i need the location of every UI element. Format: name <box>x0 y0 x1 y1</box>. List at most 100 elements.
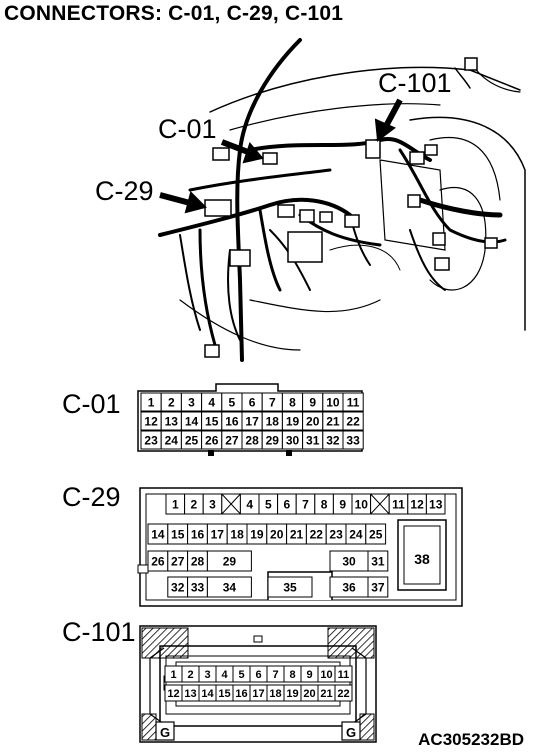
c29-pin-26: 26 <box>151 554 165 568</box>
c101-pin-20: 20 <box>303 688 315 700</box>
c29-pin-11: 11 <box>392 497 405 511</box>
c01-pin-17: 17 <box>245 414 259 428</box>
c29-pin-36: 36 <box>342 580 356 594</box>
c01-pin-2: 2 <box>168 395 175 409</box>
c101-pin-5: 5 <box>238 669 244 681</box>
c29-pin-32: 32 <box>171 580 185 594</box>
c101-pin-9: 9 <box>306 669 312 681</box>
c01-pin-13: 13 <box>165 414 179 428</box>
c29-pin-24: 24 <box>349 527 363 541</box>
c101-pin-11-cell <box>334 665 353 683</box>
reference-code: AC305232BD <box>418 730 524 749</box>
c01-pin-14: 14 <box>185 414 199 428</box>
c29-pin-7: 7 <box>302 497 309 511</box>
c29-pin-17: 17 <box>211 527 225 541</box>
c29-pin-3: 3 <box>209 497 216 511</box>
c01-pin-4: 4 <box>208 395 215 409</box>
c01-pin-10: 10 <box>326 395 340 409</box>
c101-pin-16: 16 <box>235 688 247 700</box>
c01-pin-5: 5 <box>229 395 236 409</box>
c01-pin-18: 18 <box>266 414 280 428</box>
c101-pin-7: 7 <box>272 669 278 681</box>
c01-pin-15: 15 <box>205 414 219 428</box>
c29-pin-37-cell <box>367 576 389 598</box>
c29-pin-14: 14 <box>151 527 165 541</box>
c29-blank-slot-cross <box>221 493 241 515</box>
c101-pin-4: 4 <box>221 669 228 681</box>
c101-pin-15: 15 <box>218 688 230 700</box>
c01-pin-9: 9 <box>309 395 316 409</box>
c01-pin-25: 25 <box>185 433 199 447</box>
c01-pin-16: 16 <box>225 414 239 428</box>
c29-pin-12: 12 <box>410 497 424 511</box>
c29-pin-37: 37 <box>371 580 385 594</box>
c29-blank-slot-cross <box>370 493 390 515</box>
c29-pin-29-cell <box>206 550 252 572</box>
callout-c29: C-29 <box>95 176 154 206</box>
c101-ground-left: G <box>160 725 170 740</box>
c01-pin-11: 11 <box>347 395 360 409</box>
c29-pin-25: 25 <box>369 527 383 541</box>
c29-pin-13-cell <box>425 493 446 515</box>
c29-pin-33: 33 <box>191 580 205 594</box>
c01-pin-3: 3 <box>188 395 195 409</box>
c29-pin-30: 30 <box>342 554 356 568</box>
c29-pin-25-cell <box>365 523 387 545</box>
c29-pin-22: 22 <box>310 527 324 541</box>
c01-pin-29: 29 <box>266 433 280 447</box>
c101-pin-17: 17 <box>252 688 264 700</box>
c29-pin-1: 1 <box>172 497 179 511</box>
c01-pin-33: 33 <box>346 433 360 447</box>
c101-pin-14: 14 <box>201 688 214 700</box>
c01-pin-24: 24 <box>165 433 179 447</box>
c29-pin-8: 8 <box>321 497 328 511</box>
c01-pin-11-cell <box>342 392 364 412</box>
c101-pin-21: 21 <box>320 688 332 700</box>
c29-pin-31-cell <box>367 550 389 572</box>
c01-pin-1: 1 <box>148 395 155 409</box>
c01-pin-21: 21 <box>326 414 340 428</box>
c29-pin-4: 4 <box>246 497 253 511</box>
c29-pin-6: 6 <box>284 497 291 511</box>
c29-pin-23: 23 <box>329 527 343 541</box>
c29-pin-28: 28 <box>191 554 205 568</box>
c29-pin-34: 34 <box>223 580 237 594</box>
c101-pin-11: 11 <box>338 669 350 681</box>
c29-pin-29: 29 <box>223 554 237 568</box>
c01-pin-20: 20 <box>306 414 320 428</box>
c101-pin-8: 8 <box>289 669 295 681</box>
c29-pin-10: 10 <box>355 497 369 511</box>
c01-pin-28: 28 <box>245 433 259 447</box>
c101-pin-22-cell <box>334 684 353 702</box>
c29-pin-38: 38 <box>414 551 430 567</box>
c101-pin-1: 1 <box>170 669 176 681</box>
c101-pin-13: 13 <box>184 688 196 700</box>
c29-pin-18: 18 <box>230 527 244 541</box>
c29-pin-13: 13 <box>429 497 443 511</box>
c01-pin-8: 8 <box>289 395 296 409</box>
c29-pin-35-cell <box>267 576 313 598</box>
c29-pin-9: 9 <box>339 497 346 511</box>
c101-pin-2: 2 <box>187 669 193 681</box>
c29-pin-16: 16 <box>191 527 205 541</box>
c01-pin-22-cell <box>342 411 364 431</box>
c101-ground-right: G <box>346 725 356 740</box>
c29-pin-21: 21 <box>290 527 304 541</box>
c101-pin-19: 19 <box>286 688 298 700</box>
c101-pin-3: 3 <box>204 669 210 681</box>
c29-pin-19: 19 <box>250 527 264 541</box>
c01-pin-12: 12 <box>144 414 158 428</box>
c29-pin-31: 31 <box>371 554 385 568</box>
c01-label: C-01 <box>62 389 121 419</box>
c101-pin-10: 10 <box>320 669 332 681</box>
c01-pin-19: 19 <box>286 414 300 428</box>
c29-pin-35: 35 <box>283 580 297 594</box>
c01-pin-23: 23 <box>144 433 158 447</box>
c29-pin-20: 20 <box>270 527 284 541</box>
c29-pin-15: 15 <box>171 527 185 541</box>
c01-pin-33-cell <box>342 430 364 450</box>
c101-pin-22: 22 <box>337 688 349 700</box>
